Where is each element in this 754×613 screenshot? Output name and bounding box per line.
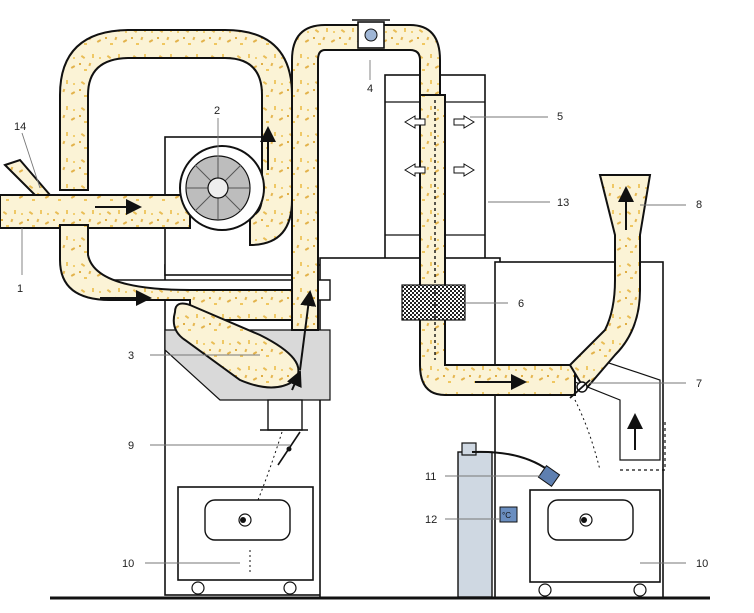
callout-3: 3 (128, 350, 134, 362)
callout-13: 13 (557, 197, 569, 209)
temperature-gauge: °C (499, 506, 518, 523)
right-bin (529, 489, 661, 597)
callout-9: 9 (128, 440, 134, 452)
left-bin (177, 486, 314, 595)
sensor-box (352, 19, 390, 51)
callout-6: 6 (518, 298, 524, 310)
callout-10-right: 10 (696, 558, 708, 570)
flow-arrows (95, 126, 643, 450)
callout-labels: 14 1 2 3 4 5 6 7 8 9 10 10 11 12 13 (14, 83, 708, 570)
upper-loop-duct (59, 29, 293, 247)
callout-10-left: 10 (122, 558, 134, 570)
callout-12: 12 (425, 514, 437, 526)
tower-air-arrows (404, 115, 475, 177)
return-dashed (620, 420, 666, 471)
callout-2: 2 (214, 105, 220, 117)
callout-11: 11 (425, 471, 436, 483)
leader-lines (21, 60, 686, 564)
callout-14: 14 (14, 121, 26, 133)
fan-assembly (179, 145, 265, 231)
left-discharge (260, 399, 308, 466)
callout-7: 7 (696, 378, 702, 390)
flap-valve (569, 379, 591, 399)
falling-particles (249, 399, 601, 575)
filter-element (401, 284, 466, 321)
callout-8: 8 (696, 199, 702, 211)
inlet-duct (0, 194, 191, 229)
callout-5: 5 (557, 111, 563, 123)
callout-1: 1 (17, 283, 23, 295)
gauge-symbol: °C (502, 511, 511, 520)
side-inlet (3, 158, 53, 196)
callout-4: 4 (367, 83, 373, 95)
